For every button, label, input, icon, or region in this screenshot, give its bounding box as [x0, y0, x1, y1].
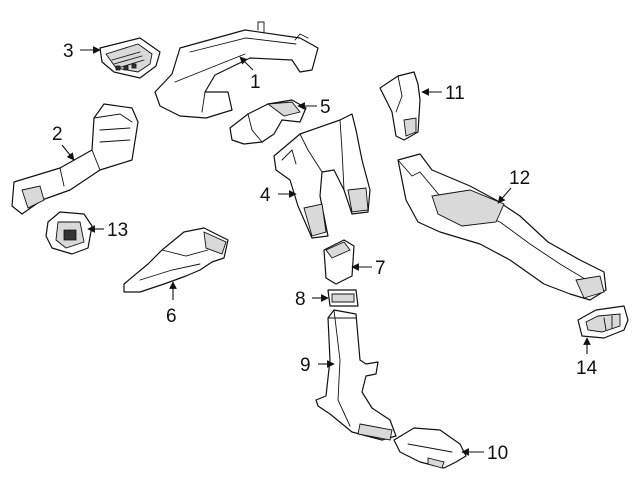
leader-12: [497, 187, 512, 204]
callout-8: 8: [295, 289, 306, 310]
callout-14: 14: [576, 358, 598, 379]
part-1-center-duct[interactable]: [154, 21, 319, 119]
part-8-seal[interactable]: [327, 289, 359, 307]
callout-12: 12: [509, 168, 530, 189]
part-10-floor-duct[interactable]: [393, 427, 467, 469]
callout-10: 10: [487, 443, 508, 464]
callout-3: 3: [63, 41, 74, 62]
callout-9: 9: [300, 355, 311, 376]
callout-2: 2: [52, 124, 63, 145]
part-7-connector[interactable]: [323, 239, 355, 285]
part-5-elbow-duct[interactable]: [229, 99, 307, 145]
part-3-vent-grille[interactable]: [99, 37, 161, 79]
callout-1: 1: [250, 72, 261, 93]
part-14-vent[interactable]: [577, 305, 629, 339]
leader-1: [239, 56, 254, 71]
part-2-left-duct[interactable]: [11, 103, 139, 215]
callout-5: 5: [320, 97, 331, 118]
callout-labels: 1 2 3 4 5 6 7 8 9 10 11 12 13 14: [52, 41, 598, 464]
callout-6: 6: [166, 306, 177, 327]
callout-13: 13: [107, 220, 128, 241]
part-9-rear-duct[interactable]: [315, 309, 397, 441]
callout-7: 7: [375, 258, 386, 279]
part-12-long-duct[interactable]: [397, 153, 607, 301]
callout-11: 11: [445, 83, 465, 104]
part-11-bracket[interactable]: [379, 71, 421, 141]
part-4-distribution-duct[interactable]: [273, 113, 371, 239]
part-13-register[interactable]: [45, 211, 93, 255]
part-6-lower-duct[interactable]: [123, 227, 229, 293]
leader-2: [61, 144, 75, 161]
callout-4: 4: [260, 185, 271, 206]
leader-lines: [61, 46, 591, 456]
